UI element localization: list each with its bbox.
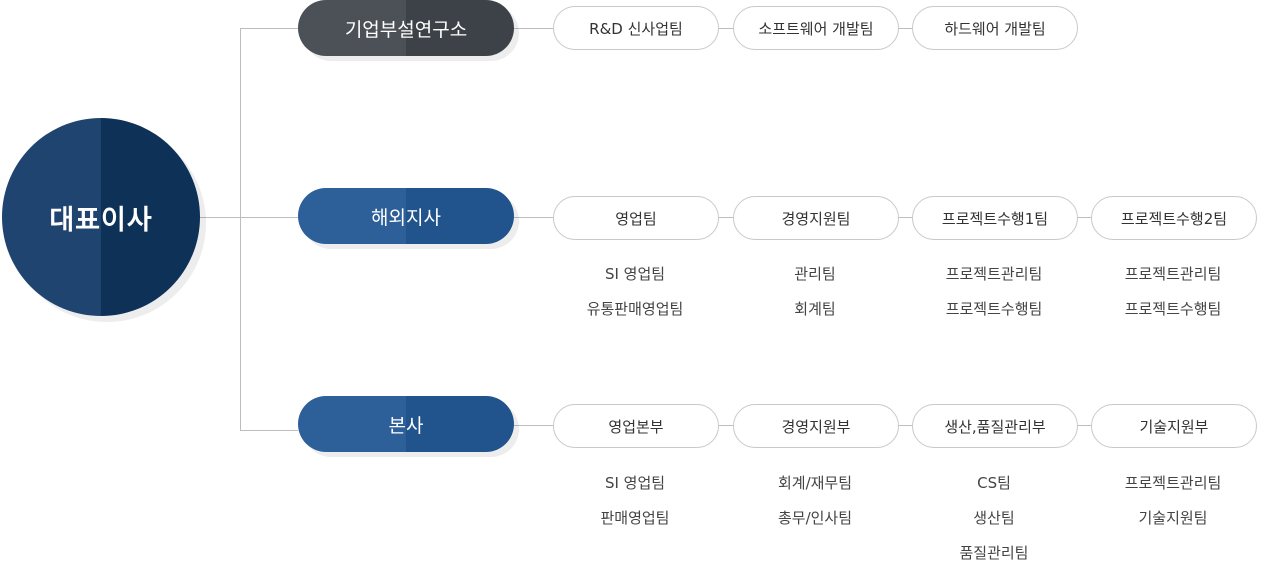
team-project-execution-2: 프로젝트수행2팀	[1091, 196, 1257, 240]
team-label: 생산,품질관리부	[944, 417, 1046, 436]
sub-team-list: 회계/재무팀 총무/인사팀	[732, 466, 898, 536]
team-label: 경영지원팀	[781, 209, 851, 228]
sub-team: 판매영업팀	[600, 509, 670, 527]
team-label: 하드웨어 개발팀	[944, 19, 1046, 38]
dept-label: 기업부설연구소	[344, 18, 468, 41]
sub-team-list: 프로젝트관리팀 프로젝트수행팀	[911, 257, 1077, 327]
sub-team-list: SI 영업팀 유통판매영업팀	[552, 257, 718, 327]
sub-team: 유통판매영업팀	[586, 300, 684, 318]
team-project-execution-1: 프로젝트수행1팀	[912, 196, 1078, 240]
team-label: 기술지원부	[1139, 417, 1209, 436]
sub-team: 프로젝트수행팀	[945, 300, 1043, 318]
team-technical-support-division: 기술지원부	[1091, 404, 1257, 448]
team-production-quality-division: 생산,품질관리부	[912, 404, 1078, 448]
sub-team: 기술지원팀	[1138, 509, 1208, 527]
sub-team-list: 프로젝트관리팀 프로젝트수행팀	[1090, 257, 1256, 327]
sub-team: 회계/재무팀	[777, 474, 853, 492]
sub-team-list: SI 영업팀 판매영업팀	[552, 466, 718, 536]
sub-team: 총무/인사팀	[777, 509, 853, 527]
dept-overseas-branch: 해외지사	[298, 188, 514, 244]
sub-team: 관리팀	[794, 265, 836, 283]
sub-team: 프로젝트관리팀	[1124, 474, 1222, 492]
sub-team: 회계팀	[794, 300, 836, 318]
sub-team: SI 영업팀	[604, 265, 666, 283]
sub-team: CS팀	[977, 474, 1011, 492]
sub-team: 프로젝트관리팀	[945, 265, 1043, 283]
team-sales: 영업팀	[553, 196, 719, 240]
sub-team: 프로젝트수행팀	[1124, 300, 1222, 318]
sub-team-list: 프로젝트관리팀 기술지원팀	[1090, 466, 1256, 536]
team-label: 경영지원부	[781, 417, 851, 436]
team-label: 영업팀	[615, 209, 657, 228]
team-label: 프로젝트수행1팀	[941, 209, 1049, 228]
dept-label: 해외지사	[371, 206, 441, 229]
dept-label: 본사	[388, 414, 424, 437]
team-management-support-division: 경영지원부	[733, 404, 899, 448]
team-hardware-dev: 하드웨어 개발팀	[912, 6, 1078, 50]
sub-team: 생산팀	[973, 509, 1015, 527]
team-rnd-new-business: R&D 신사업팀	[553, 6, 719, 50]
team-label: R&D 신사업팀	[589, 19, 683, 38]
sub-team: SI 영업팀	[604, 474, 666, 492]
team-management-support: 경영지원팀	[733, 196, 899, 240]
sub-team-list: 관리팀 회계팀	[732, 257, 898, 327]
team-label: 영업본부	[608, 417, 664, 436]
team-label: 소프트웨어 개발팀	[758, 19, 874, 38]
ceo-label: 대표이사	[49, 204, 153, 236]
ceo-node: 대표이사	[2, 118, 200, 316]
team-sales-division: 영업본부	[553, 404, 719, 448]
dept-headquarters: 본사	[298, 396, 514, 452]
team-software-dev: 소프트웨어 개발팀	[733, 6, 899, 50]
team-label: 프로젝트수행2팀	[1120, 209, 1228, 228]
dept-research-institute: 기업부설연구소	[298, 0, 514, 56]
sub-team: 프로젝트관리팀	[1124, 265, 1222, 283]
sub-team: 품질관리팀	[959, 544, 1029, 562]
sub-team-list: CS팀 생산팀 품질관리팀	[911, 466, 1077, 571]
